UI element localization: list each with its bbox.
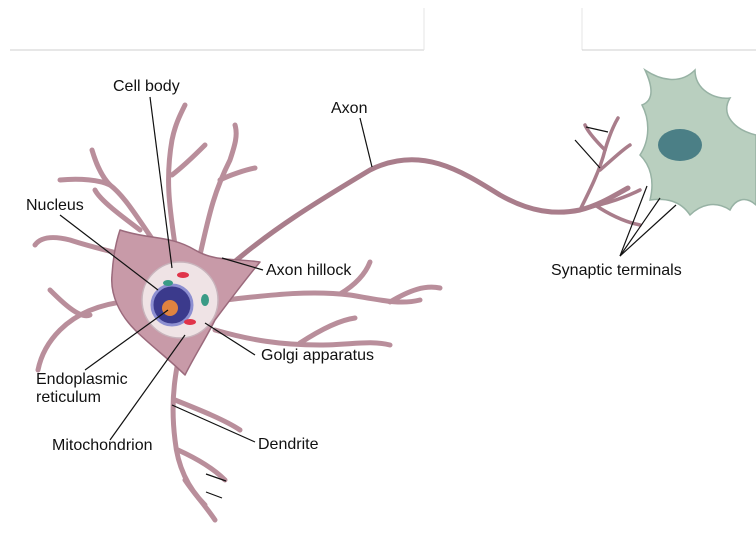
label-axon-hillock: Axon hillock	[266, 262, 351, 280]
target-cell-nucleus	[658, 129, 702, 161]
label-endoplasmic-reticulum: Endoplasmic reticulum	[36, 371, 128, 407]
axon-process	[225, 160, 628, 270]
nucleolus-shape	[162, 300, 178, 316]
target-cell	[640, 70, 756, 215]
leader-tick-4	[206, 492, 222, 498]
label-dendrite: Dendrite	[258, 436, 318, 454]
mitochondrion-shape	[201, 294, 209, 306]
leader-tick-2	[575, 140, 600, 168]
label-axon: Axon	[331, 100, 367, 118]
label-nucleus: Nucleus	[26, 197, 84, 215]
leader-dendrite	[172, 405, 255, 442]
label-synaptic-terminals: Synaptic terminals	[551, 262, 682, 280]
organelle-red	[177, 272, 189, 278]
leader-synaptic-2	[620, 198, 660, 256]
mitochondrion-shape-2	[163, 280, 173, 286]
leader-axon	[360, 118, 372, 167]
golgi-shape	[184, 319, 196, 325]
leader-synaptic-3	[620, 205, 676, 256]
axon-terminal-branches	[580, 118, 640, 225]
neuron	[35, 105, 640, 520]
label-mitochondrion: Mitochondrion	[52, 437, 153, 455]
label-golgi-apparatus: Golgi apparatus	[261, 347, 374, 365]
label-cell-body: Cell body	[113, 78, 180, 96]
